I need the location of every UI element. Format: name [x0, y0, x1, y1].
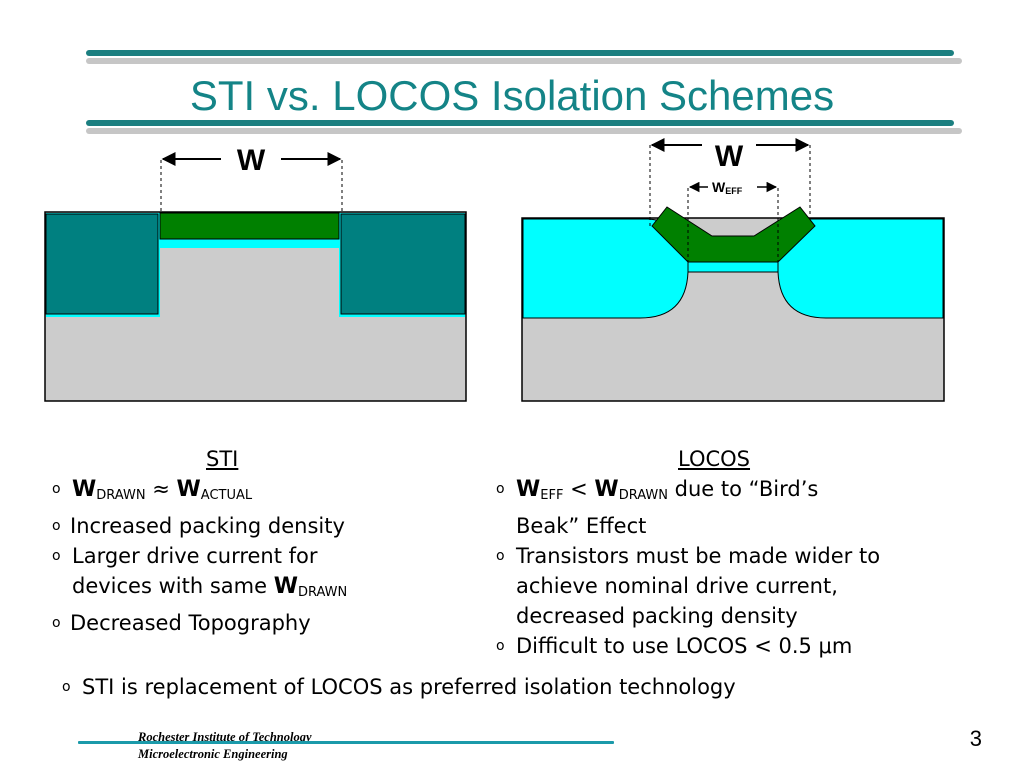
bullet-icon: o [62, 679, 71, 695]
locos-bullet-1: o WEFF < WDRAWN due to “Bird’s Beak” Eff… [496, 474, 996, 541]
isolation-diagrams: W W WEFF [44, 138, 945, 402]
summary-bullet: o STI is replacement of LOCOS as preferr… [62, 672, 962, 702]
bullet-icon: o [496, 638, 505, 654]
title-rule-gray [86, 128, 962, 134]
footer-department: Microelectronic Engineering [138, 747, 288, 761]
footer-rule [78, 741, 614, 744]
locos-cross-section: W WEFF [521, 138, 945, 402]
sti-bullet-3: o Larger drive current for devices with … [52, 541, 472, 608]
locos-w-label: W [715, 140, 744, 173]
bullet-icon: o [496, 481, 505, 497]
sti-cross-section: W [44, 144, 467, 402]
sti-bullet-4: o Decreased Topography [52, 608, 472, 638]
locos-heading: LOCOS [678, 447, 751, 471]
top-rule-teal [86, 50, 954, 56]
bullet-icon: o [496, 548, 505, 564]
sti-bullet-1: o WDRAWN ≈ WACTUAL [52, 474, 472, 511]
sti-heading: STI [206, 447, 239, 471]
bullet-icon: o [52, 548, 61, 564]
bullet-icon: o [52, 615, 61, 631]
locos-bullet-3: o Difficult to use LOCOS < 0.5 μm [496, 631, 996, 661]
sti-column: STI o WDRAWN ≈ WACTUAL o Increased packi… [52, 444, 472, 638]
slide-title: STI vs. LOCOS Isolation Schemes [189, 72, 835, 119]
sti-w-label: W [237, 144, 266, 177]
locos-column: LOCOS o WEFF < WDRAWN due to “Bird’s Bea… [496, 444, 996, 661]
footer-institution: Rochester Institute of Technology [138, 730, 312, 744]
page-number: 3 [969, 726, 982, 751]
bullet-icon: o [52, 481, 61, 497]
bullet-icon: o [52, 518, 61, 534]
title-rule-teal [86, 120, 954, 126]
weff-label: WEFF [712, 179, 743, 196]
top-rule-gray [86, 58, 962, 64]
sti-bullet-2: o Increased packing density [52, 511, 472, 541]
locos-bullet-2: o Transistors must be made wider to achi… [496, 541, 996, 631]
